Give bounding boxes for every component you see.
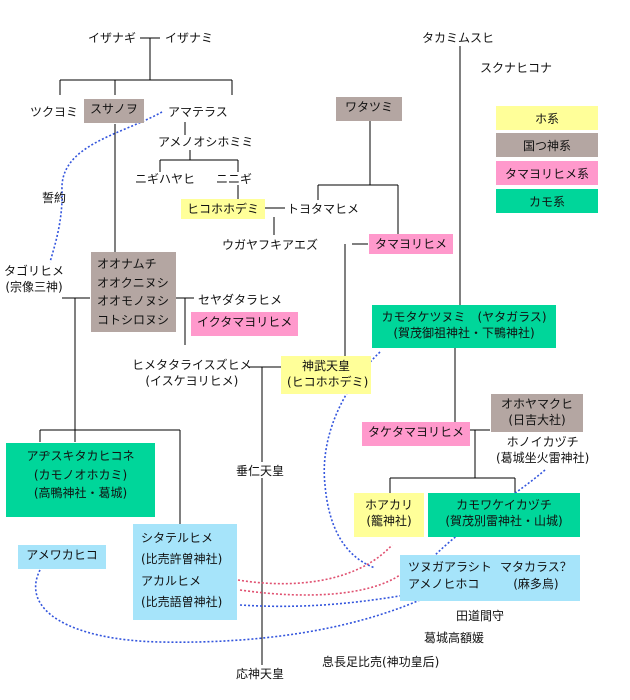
himetatara-name: ヒメタタライスズヒメ xyxy=(132,358,252,372)
ajisuki-name: アヂスキタカヒコネ xyxy=(26,449,135,463)
ohoyamakuhi-name: オホヤマクヒ xyxy=(500,397,573,411)
node-seyadatara: セヤダタラヒメ xyxy=(198,293,283,307)
node-suinin: 垂仁天皇 xyxy=(236,464,285,478)
node-seiyaku: 誓約 xyxy=(42,191,67,205)
link-izanagi-children xyxy=(59,38,233,95)
node-kamowakeikazuchi: カモワケイカヅチ (賀茂別雷神社・山城) xyxy=(428,493,580,537)
blue-curve-seiyaku xyxy=(49,111,163,263)
node-katsuragi: 葛城高額媛 xyxy=(424,631,485,645)
akaru-name: アカルヒメ xyxy=(141,573,202,588)
red-curves xyxy=(237,544,401,596)
ajisuki-alias: (カモノオホカミ) xyxy=(33,467,128,482)
node-jimmu: 神武天皇 (ヒコホホデミ) xyxy=(281,356,371,394)
honoikazuchi-name: ホノイカヅチ xyxy=(506,435,579,449)
node-toyotamahime: トヨタマヒメ xyxy=(287,202,360,216)
node-tagorihime: タゴリヒメ (宗像三神) xyxy=(4,263,64,295)
node-amaterasu: アマテラス xyxy=(168,105,228,119)
node-shitateru: シタテルヒメ (比売許曽神社) アカルヒメ (比売語曽神社) xyxy=(133,524,237,620)
onamuchi-name-1: オオナムチ xyxy=(97,257,157,271)
node-ajisuki: アヂスキタカヒコネ (カモノオホカミ) (高鴨神社・葛城) xyxy=(6,443,155,517)
node-hikohohodemi: ヒコホホデミ xyxy=(181,199,266,220)
red-curve-akaru xyxy=(237,544,393,585)
legend-kuni-label: 国つ神系 xyxy=(522,138,571,153)
link-oshihomimi-children xyxy=(159,150,239,172)
blue-curve-lower xyxy=(239,587,446,608)
honoikazuchi-note: (葛城坐火雷神社) xyxy=(496,451,590,466)
onamuchi-name-3: オオモノヌシ xyxy=(97,294,170,309)
red-curve-shitateru xyxy=(239,574,401,596)
node-susanoo: スサノヲ xyxy=(84,99,144,123)
node-izanami: イザナミ xyxy=(165,31,214,45)
legend-kamo-label: カモ系 xyxy=(528,194,565,209)
node-matakarasu: マタカラス？ (麻多烏) xyxy=(500,559,572,594)
onamuchi-name-2: オオクニヌシ xyxy=(97,275,169,290)
node-takamimusuhi: タカミムスヒ xyxy=(422,31,495,45)
amenohihoko-name: アメノヒホコ xyxy=(408,577,480,592)
akaru-shrine: (比売語曽神社) xyxy=(141,595,223,610)
node-izanagi: イザナギ xyxy=(88,31,137,45)
link-watatsumi-children xyxy=(317,120,399,236)
node-sukunahikona: スクナヒコナ xyxy=(480,61,553,75)
node-amewakahiko: アメワカヒコ xyxy=(18,545,106,569)
ohoyamakuhi-note: (日吉大社) xyxy=(508,413,566,428)
tagorihime-note: (宗像三神) xyxy=(5,280,63,295)
kamowakeikazuchi-name: カモワケイカヅチ xyxy=(456,498,552,512)
tsunuga-name: ツヌガアラシト xyxy=(408,560,492,574)
shitateru-name: シタテルヒメ xyxy=(141,531,214,545)
legend-ho: ホ系 xyxy=(496,106,598,130)
onamuchi-name-4: コトシロヌシ xyxy=(97,312,170,327)
kamotaketsunumi-name: カモタケツヌミ (ヤタガラス) xyxy=(381,310,547,324)
node-nigihayahi: ニギハヤヒ xyxy=(135,172,196,186)
node-ikutamayori: イクタマヨリヒメ xyxy=(191,312,299,336)
matakarasu-note: (麻多烏) xyxy=(513,577,559,592)
node-himetatara: ヒメタタライスズヒメ (イスケヨリヒメ) xyxy=(132,357,252,389)
tagorihime-name: タゴリヒメ xyxy=(4,264,65,278)
legend-tama: タマヨリヒメ系 xyxy=(496,161,598,185)
node-ohoyamakuhi: オホヤマクヒ (日吉大社) xyxy=(491,394,583,432)
node-amenooshihomimi: アメノオシホミミ xyxy=(158,135,254,149)
jimmu-name: 神武天皇 xyxy=(301,359,350,373)
node-ugaya: ウガヤフキアエズ xyxy=(222,238,319,252)
blue-curve-amewaka xyxy=(34,569,421,643)
jimmu-note: (ヒコホホデミ) xyxy=(287,375,369,390)
link-ajisuki-shitateru xyxy=(39,429,181,525)
node-hoakari: ホアカリ (籠神社) xyxy=(354,493,424,537)
node-ninigi: ニニギ xyxy=(216,172,253,186)
hoakari-note: (籠神社) xyxy=(366,514,412,529)
node-tamayorihime: タマヨリヒメ xyxy=(369,234,454,255)
node-tsunuga-box: ツヌガアラシト アメノヒホコ マタカラス？ (麻多烏) xyxy=(400,555,580,601)
legend-tama-label: タマヨリヒメ系 xyxy=(504,166,589,181)
hoakari-name: ホアカリ xyxy=(364,498,413,512)
kamotaketsunumi-note: (賀茂御祖神社・下鴨神社) xyxy=(393,326,535,341)
node-ojin: 応神天皇 xyxy=(236,667,285,681)
node-onamuchi: オオナムチ オオクニヌシ オオモノヌシ コトシロヌシ xyxy=(91,252,176,333)
legend-kamo: カモ系 xyxy=(496,189,598,213)
matakarasu-name: マタカラス？ xyxy=(500,560,572,574)
himetatara-note: (イスケヨリヒメ) xyxy=(145,374,239,389)
node-kamotaketsunumi: カモタケツヌミ (ヤタガラス) (賀茂御祖神社・下鴨神社) xyxy=(372,305,556,348)
ajisuki-note: (高鴨神社・葛城) xyxy=(33,486,128,501)
kamowakeikazuchi-note: (賀茂別雷神社・山城) xyxy=(445,514,563,529)
node-watatsumi: ワタツミ xyxy=(336,97,402,121)
legend-ho-label: ホ系 xyxy=(534,111,559,126)
shitateru-shrine: (比売許曽神社) xyxy=(141,552,223,567)
node-tsukuyomi: ツクヨミ xyxy=(30,105,79,119)
node-tsunuga: ツヌガアラシト アメノヒホコ xyxy=(408,559,492,594)
node-tajimamori: 田道間守 xyxy=(456,609,505,623)
node-honoikazuchi: ホノイカヅチ (葛城坐火雷神社) xyxy=(496,434,589,466)
node-okinaga: 息長足比売(神功皇后) xyxy=(322,655,440,669)
legend-kuni: 国つ神系 xyxy=(496,133,598,157)
node-taketamayori: タケタマヨリヒメ xyxy=(362,422,471,446)
link-taketama-children xyxy=(389,430,516,493)
